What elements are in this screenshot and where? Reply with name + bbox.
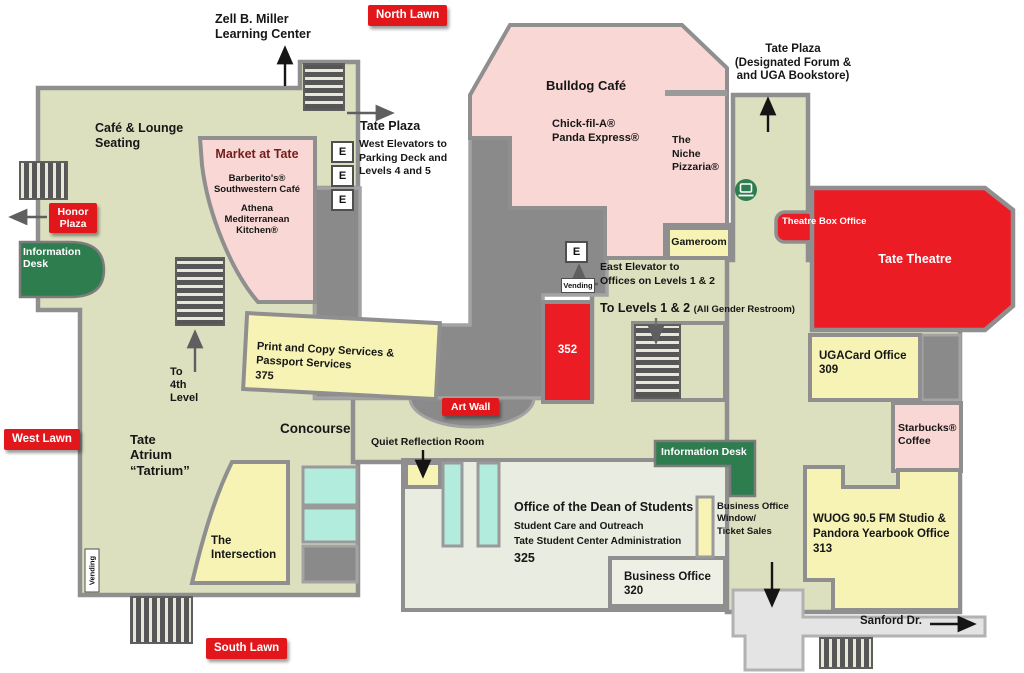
label-info-desk-west: Information Desk [23,246,81,271]
label-to-4th-level: To 4th Level [170,366,199,404]
label-dean-line2: Student Care and Outreach [514,521,644,532]
food-court-wall [665,90,727,96]
teal-room-2 [301,506,359,544]
label-biz-window: Business Office Window/ Ticket Sales [717,501,789,537]
label-cafe-lounge: Café & Lounge Seating [95,121,184,150]
gameroom-room [666,226,732,260]
label-east-elevator: East Elevator to Offices on Levels 1 & 2 [600,261,715,287]
print-copy-room [241,310,442,402]
label-wuog: WUOG 90.5 FM Studio & Pandora Yearbook O… [813,513,950,555]
info-desk-east [653,439,757,498]
elevator-east: E [565,241,588,263]
label-print-copy: Print and Copy Services & Passport Servi… [255,340,395,382]
elevator-w2: E [331,165,354,187]
label-starbucks: Starbucks® Coffee [898,422,957,448]
gray-room-concourse [301,544,359,584]
label-chick-fil-a: Chick-fil-A® Panda Express® [552,118,639,145]
stairs-to-4th-level [175,257,225,326]
teal-room-4 [476,461,501,548]
gray-room-east [920,333,962,402]
label-tate-plaza-west: Tate Plaza [360,119,421,133]
label-dean-number: 325 [514,551,535,565]
business-office-room [608,556,727,608]
west-lawn-badge: West Lawn [4,429,80,451]
label-barberitos: Barberito's® Southwestern Café [213,173,301,196]
north-lawn-badge: North Lawn [368,5,448,27]
label-ugacard: UGACard Office 309 [819,350,907,377]
label-to-levels-main: To Levels 1 & 2 [600,301,691,315]
vending-west: Vending [84,548,100,593]
tate-theatre-room [809,185,1016,333]
label-bulldog-cafe: Bulldog Café [546,78,627,93]
honor-plaza-badge: Honor Plaza [49,203,97,234]
south-lawn-badge: South Lawn [206,638,288,660]
computer-kiosk-icon [735,179,757,201]
label-business-office: Business Office 320 [624,571,711,598]
label-tate-atrium: Tate Atrium “Tatrium” [130,432,190,478]
label-market-at-tate: Market at Tate [215,147,299,161]
label-sanford-dr: Sanford Dr. [860,615,922,627]
label-352: 352 [557,344,578,356]
bulldog-cafe-room [468,23,729,260]
ugacard-room [808,333,922,402]
room-352 [541,300,594,404]
label-concourse: Concourse [280,421,351,436]
label-athena: Athena Mediterranean Kitchen® [224,203,290,237]
label-to-levels-sub: (All Gender Restroom) [693,304,795,315]
art-wall-badge: Art Wall [442,398,500,417]
label-tate-theatre: Tate Theatre [878,252,952,266]
stairs-south-exterior [130,596,193,644]
vending-east: Vending [561,278,595,293]
teal-room-1 [301,465,359,507]
elevator-w1: E [331,141,354,163]
label-dean-line3: Tate Student Center Administration [514,536,682,547]
label-tate-plaza-ne: Tate Plaza (Designated Forum & and UGA B… [734,43,852,83]
elevator-w3: E [331,189,354,211]
stairs-sanford [819,637,873,669]
stairs-north [303,63,345,111]
teal-room-3 [441,461,464,548]
label-west-elevators: West Elevators to Parking Deck and Level… [359,138,448,178]
label-theatre-box-office: Theatre Box Office [782,216,867,227]
east-stairwell-enclosure [631,321,727,402]
label-to-levels: To Levels 1 & 2 (All Gender Restroom) [600,301,795,316]
label-zell-miller: Zell B. Miller Learning Center [215,12,311,41]
sanford-walkway [731,588,987,672]
label-info-desk-east: Information Desk [661,446,747,458]
business-window-slab [695,495,715,559]
label-dean-title: Office of the Dean of Students [514,500,694,514]
stairs-to-levels-1-2 [634,324,681,399]
label-niche-pizzaria: The Niche Pizzaria® [672,134,719,174]
stairs-west-exterior [19,161,68,200]
info-desk-west [18,240,106,299]
label-quiet-room: Quiet Reflection Room [371,436,485,448]
intersection-room [189,460,290,585]
label-gameroom: Gameroom [671,236,727,248]
market-at-tate-room [197,136,317,304]
label-intersection: The Intersection [211,535,277,562]
wuog-room [803,465,962,612]
